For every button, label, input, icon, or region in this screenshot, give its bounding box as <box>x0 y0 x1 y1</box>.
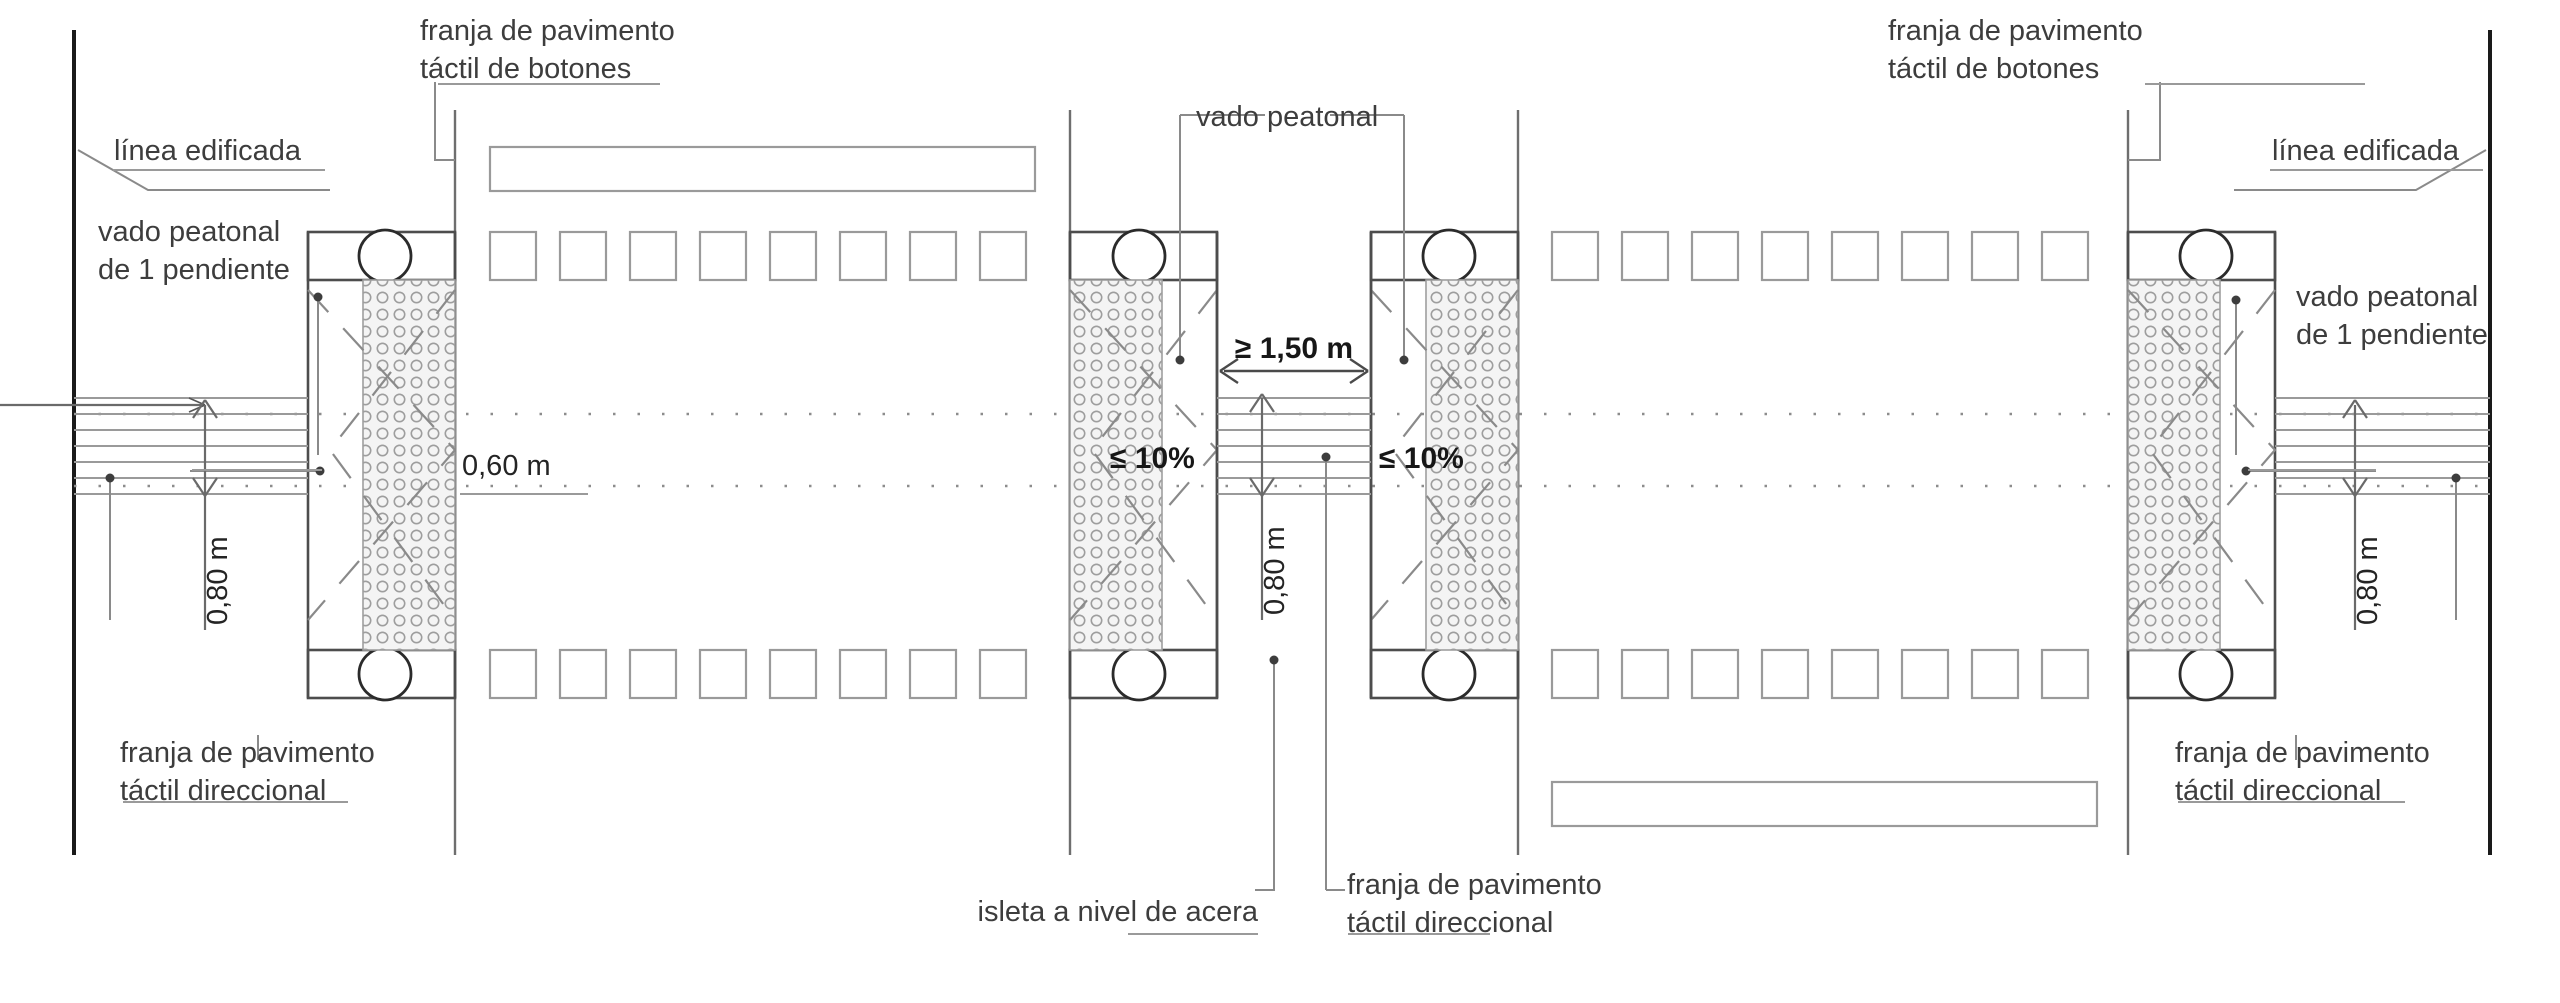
dimension-slope-right: ≤ 10% <box>1379 442 1464 475</box>
label-tactile-button-strip-left-line2: táctil de botones <box>420 53 632 85</box>
crossing-kerb-block-center-left <box>1068 228 1219 702</box>
label-island: isleta a nivel de acera <box>977 896 1259 928</box>
dimension-lines <box>0 358 2368 630</box>
label-pedestrian-ramp-left-line2: de 1 pendiente <box>98 254 290 286</box>
label-pedestrian-ramp-right-line2: de 1 pendiente <box>2296 319 2488 351</box>
label-building-line-left: línea edificada <box>114 135 302 167</box>
building-lines <box>72 30 2492 855</box>
label-tactile-button-strip-right-line1: franja de pavimento <box>1888 15 2143 47</box>
label-building-line-right: línea edificada <box>2272 135 2460 167</box>
label-tactile-directional-left-line1: franja de pavimento <box>120 737 375 769</box>
crossing-kerb-block-left <box>306 228 457 702</box>
underline-marks <box>113 83 2483 935</box>
dimension-directional-depth-left: 0,80 m <box>202 536 234 625</box>
label-tactile-button-strip-left-line1: franja de pavimento <box>420 15 675 47</box>
dimension-island-depth: 0,80 m <box>1259 526 1291 615</box>
dimension-directional-depth-right: 0,80 m <box>2352 536 2384 625</box>
island-directional-tactile <box>1217 397 1371 495</box>
road-markings-lower-left <box>488 648 1028 700</box>
label-tactile-directional-bottom-line1: franja de pavimento <box>1347 869 1602 901</box>
crossing-kerb-block-center-right <box>1369 228 1520 702</box>
sidewalk-edge-lines <box>453 110 2130 855</box>
central-island <box>1215 232 1373 698</box>
road-markings-upper-right <box>1550 230 2090 282</box>
label-pedestrian-crossing-center: vado peatonal <box>1196 101 1379 133</box>
dimension-strip-width-left: 0,60 m <box>462 450 551 482</box>
label-pedestrian-ramp-left-line1: vado peatonal <box>98 216 281 248</box>
label-tactile-directional-left-line2: táctil direccional <box>120 775 327 807</box>
label-tactile-directional-right-line2: táctil direccional <box>2175 775 2382 807</box>
dimension-island-width: ≥ 1,50 m <box>1234 332 1354 365</box>
label-tactile-button-strip-right-line2: táctil de botones <box>1888 53 2100 85</box>
leader-lines <box>77 82 2487 891</box>
label-pedestrian-ramp-right-line1: vado peatonal <box>2296 281 2479 313</box>
dimension-slope-left: ≤ 10% <box>1110 442 1195 475</box>
label-tactile-directional-right-line1: franja de pavimento <box>2175 737 2430 769</box>
road-markings-lower-right <box>1550 648 2099 828</box>
crossing-kerb-block-right <box>2126 228 2277 702</box>
label-tactile-directional-bottom-line2: táctil direccional <box>1347 907 1554 939</box>
road-markings-upper-left <box>488 145 1037 282</box>
